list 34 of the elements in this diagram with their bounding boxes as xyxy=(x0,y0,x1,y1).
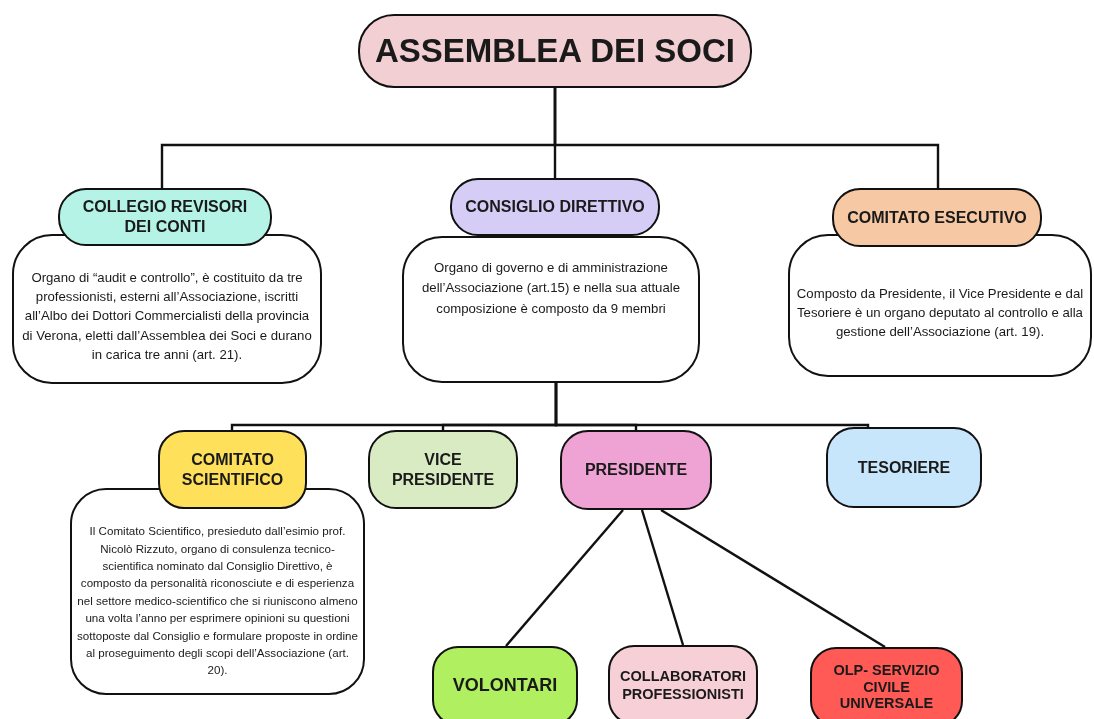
header-pill xyxy=(450,178,660,236)
role-box xyxy=(560,430,712,510)
role-box xyxy=(432,646,578,719)
description-box xyxy=(12,234,322,384)
heading-text: COLLABORATORI PROFESSIONISTI xyxy=(619,666,747,704)
heading-text: OLP- SERVIZIO CIVILE UNIVERSALE xyxy=(832,662,941,712)
connector-line xyxy=(554,383,870,428)
heading-text: COLLEGIO REVISORI DEI CONTI xyxy=(81,197,249,237)
heading-text: CONSIGLIO DIRETTIVO xyxy=(465,197,645,217)
role-box xyxy=(810,647,963,719)
heading-text: VICE PRESIDENTE xyxy=(390,450,496,489)
header-pill xyxy=(158,430,307,509)
description-box xyxy=(788,234,1092,377)
header-pill xyxy=(832,188,1042,247)
description-text: Organo di governo e di amministrazione dell’Associazione (art.15) e nella sua attuale composizione è composto da 9 membri xyxy=(420,259,681,318)
heading-text: VOLONTARI xyxy=(452,675,558,697)
role-box xyxy=(368,430,518,509)
heading-text: COMITATO ESECUTIVO xyxy=(847,207,1027,228)
description-text: Il Comitato Scientifico, presieduto dall’esimio prof. Nicolò Rizzuto, organo di consulenza tecnico-scientifica nominato dal Consiglio Direttivo, è composto da personalità riconosciute e di esperienza nel settore medico-scientifico che si riuniscono almeno una volta l’anno per esprimere opinioni su questioni sottoposte dal Consiglio e formulare proposte in ordine al proseguimento degli scopi dell’Associazione (art. 20). xyxy=(76,523,359,679)
connector-line xyxy=(505,509,624,647)
description-text: Organo di “audit e controllo”, è costituito da tre professionisti, esterni all’Associazione, iscritti all’Albo dei Dottori Commercialisti della provincia di Verona, eletti dall’Assemblea dei Soci e durano in carica tre anni (art. 21). xyxy=(22,269,312,364)
connector-line xyxy=(660,508,886,649)
heading-text: COMITATO SCIENTIFICO xyxy=(180,449,285,490)
description-text: Composto da Presidente, il Vice Presidente e dal Tesoriere è un organo deputato al controllo e alla gestione dell’Associazione (art. 19). xyxy=(796,284,1084,342)
connector-line xyxy=(553,88,940,188)
connector-line xyxy=(640,509,685,646)
header-pill xyxy=(58,188,272,246)
description-box xyxy=(402,236,700,383)
role-box xyxy=(826,427,982,508)
heading-text: ASSEMBLEA DEI SOCI xyxy=(375,32,735,70)
role-box xyxy=(608,645,758,719)
description-box xyxy=(70,488,365,695)
heading-text: TESORIERE xyxy=(857,457,951,478)
heading-text: PRESIDENTE xyxy=(584,460,688,480)
